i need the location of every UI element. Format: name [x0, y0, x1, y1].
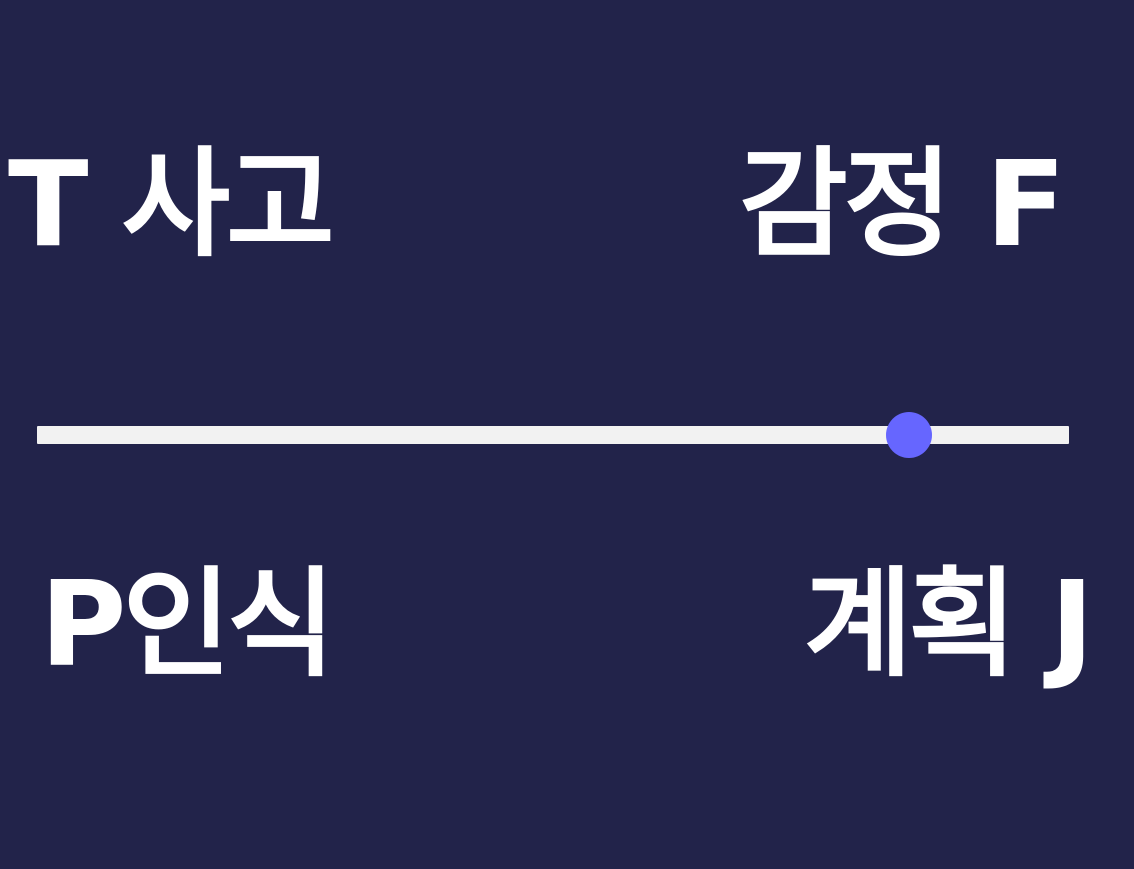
feeling-label: 감정 F	[739, 135, 1066, 273]
slider-thumb[interactable]	[886, 412, 933, 458]
slider-track[interactable]	[37, 426, 1069, 444]
preference-slider[interactable]	[37, 412, 1069, 458]
perceiving-label: P인식	[40, 555, 336, 693]
judging-label: 계획 J	[803, 555, 1094, 693]
thinking-label: T 사고	[8, 135, 335, 273]
